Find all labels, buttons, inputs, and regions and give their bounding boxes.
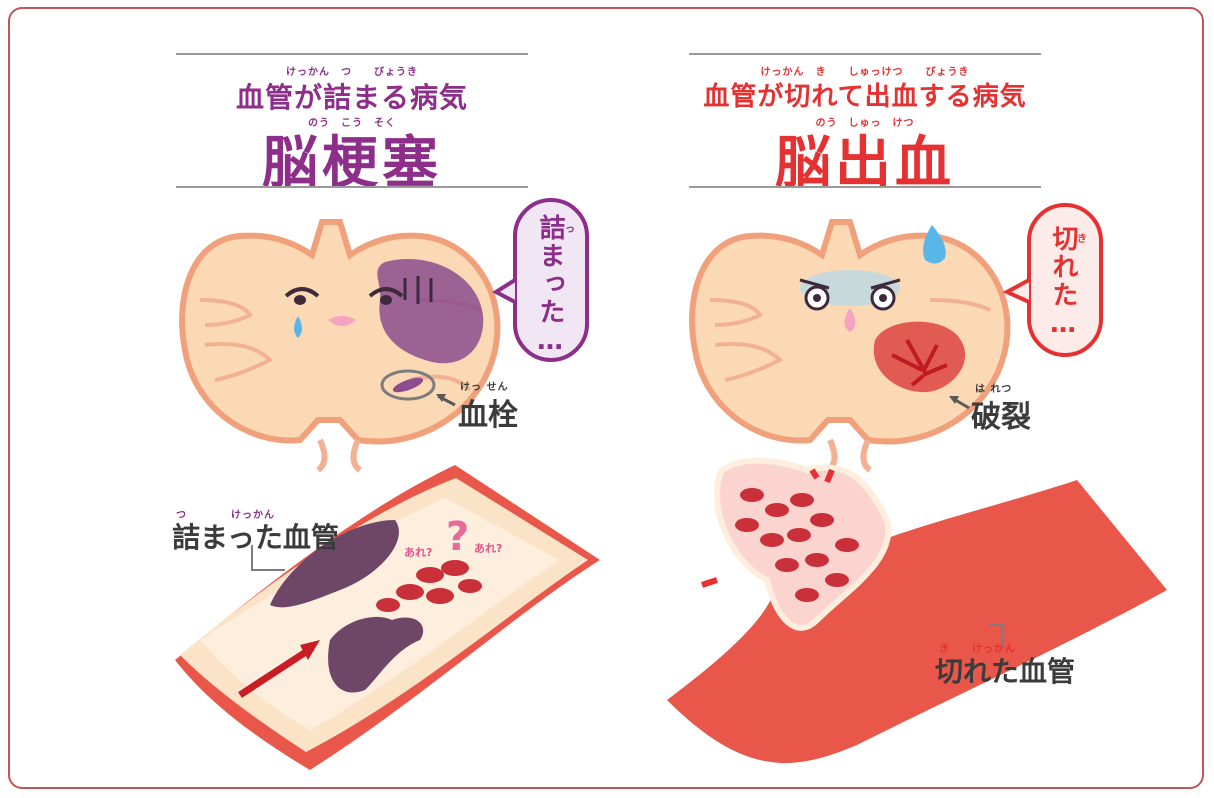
infarction-panel: けっかん つ びょうき 血管が詰まる病気 のう こう そく 脳梗塞 — [0, 0, 600, 798]
rupture-label: 破裂 — [971, 392, 1031, 436]
vessel-label: 詰まった血管 — [172, 516, 339, 556]
brain-hemorrhage — [692, 222, 1007, 470]
question-mark: ? — [446, 514, 469, 560]
hemorrhage-panel: けっかん き しゅっけつ びょうき 血管が切れて出血する病気 のう しゅっ けつ… — [607, 0, 1207, 798]
confused-text-2: あれ? — [474, 540, 502, 556]
vessel-label: 切れた血管 — [935, 650, 1075, 690]
bubble-ruby: き — [1077, 230, 1088, 245]
clot-label: 血栓 — [458, 390, 518, 434]
hemorrhage-illustration — [607, 0, 1207, 798]
brain-infarction — [182, 222, 497, 470]
bubble-ruby: っ — [565, 220, 576, 235]
bubble-text: 詰まった… — [532, 214, 569, 358]
confused-text-1: あれ? — [404, 544, 432, 560]
ruptured-vessel — [667, 461, 1167, 763]
